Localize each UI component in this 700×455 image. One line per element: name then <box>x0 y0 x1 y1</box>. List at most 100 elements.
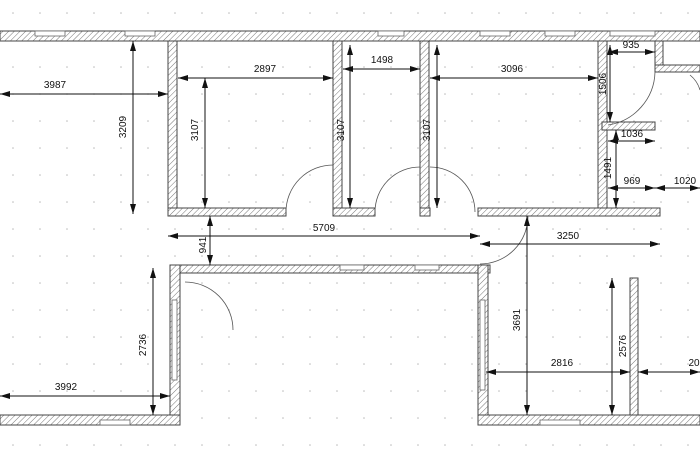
arrowhead <box>160 393 170 399</box>
door-swing <box>374 166 421 213</box>
dimension-label: 2816 <box>551 358 574 369</box>
wall <box>167 40 178 217</box>
arrowhead <box>130 41 136 51</box>
arrowhead <box>588 75 598 81</box>
dimension-label: 2897 <box>254 64 277 75</box>
arrowhead <box>150 268 156 278</box>
dimension-935: 935 <box>608 40 655 55</box>
window <box>539 419 581 426</box>
arrowhead <box>609 278 615 288</box>
arrowhead <box>524 405 530 415</box>
arrowhead <box>202 198 208 208</box>
dimensions: 3987320928973107149831073096310793515061… <box>0 40 700 415</box>
arrowhead <box>620 369 630 375</box>
door-swing <box>285 164 334 213</box>
arrowhead <box>158 91 168 97</box>
arrowhead <box>607 112 613 122</box>
window <box>124 30 156 37</box>
dimension-2736: 2736 <box>138 268 156 415</box>
wall <box>477 207 661 217</box>
arrowhead <box>207 216 213 226</box>
dimension-label: 3107 <box>422 118 433 141</box>
wall <box>654 64 700 73</box>
arrowhead <box>609 405 615 415</box>
arrowhead <box>178 75 188 81</box>
wall <box>601 121 656 131</box>
arrowhead <box>645 138 655 144</box>
dimension-2897: 2897 <box>178 64 333 81</box>
dimension-label: 2576 <box>618 334 629 357</box>
arrowhead <box>347 198 353 208</box>
dimension-label: 3250 <box>557 231 580 242</box>
arrowhead <box>690 185 700 191</box>
arrowhead <box>207 255 213 265</box>
dimension-2576: 2576 <box>609 278 629 415</box>
arrowhead <box>607 45 613 55</box>
dimension-2816: 2816 <box>486 358 630 375</box>
arrowhead <box>434 198 440 208</box>
dimension-label: 941 <box>198 236 209 253</box>
dimension-3691: 3691 <box>512 216 530 415</box>
dimension-label: 2736 <box>138 333 149 356</box>
dimension-5709: 5709 <box>168 223 480 239</box>
arrowhead <box>150 405 156 415</box>
window <box>339 264 365 271</box>
dimension-label: 969 <box>624 176 641 187</box>
arrowhead <box>480 241 490 247</box>
dimension-label: 935 <box>623 40 640 51</box>
window <box>99 419 131 426</box>
wall <box>0 414 181 426</box>
arrowhead <box>130 204 136 214</box>
dimension-3107: 3107 <box>422 45 440 208</box>
dimension-label: 3107 <box>190 118 201 141</box>
dimension-label: 1036 <box>621 129 644 140</box>
window <box>171 299 178 381</box>
wall <box>167 207 287 217</box>
dimension-1020: 1020 <box>655 176 700 191</box>
wall <box>332 207 376 217</box>
dimension-1491: 1491 <box>603 130 619 208</box>
arrowhead <box>0 91 10 97</box>
arrowhead <box>168 233 178 239</box>
arrowhead <box>470 233 480 239</box>
dimension-label: 1506 <box>598 72 609 95</box>
dimension-label: 3691 <box>512 308 523 331</box>
arrowhead <box>655 185 665 191</box>
dimension-1506: 1506 <box>598 45 613 122</box>
dimension-3107: 3107 <box>336 45 353 208</box>
dimension-3987: 3987 <box>0 80 168 97</box>
door-swing <box>184 281 234 331</box>
dimension-3250: 3250 <box>480 231 660 247</box>
dimension-label: 3992 <box>55 382 78 393</box>
wall <box>0 30 700 42</box>
arrowhead <box>434 45 440 55</box>
dimension-3107: 3107 <box>190 78 208 208</box>
dimension-3992: 3992 <box>0 382 170 399</box>
arrowhead <box>608 49 618 55</box>
dimension-20: 20 <box>638 358 700 375</box>
dimension-label: 3107 <box>336 118 347 141</box>
dimension-label: 5709 <box>313 223 336 234</box>
wall <box>629 277 639 416</box>
door-swing <box>429 166 476 213</box>
window <box>479 30 511 37</box>
arrowhead <box>202 78 208 88</box>
wall <box>477 414 700 426</box>
arrowhead <box>613 198 619 208</box>
dimension-label: 1498 <box>371 55 394 66</box>
arrowhead <box>0 393 10 399</box>
arrowhead <box>323 75 333 81</box>
arrowhead <box>410 66 420 72</box>
arrowhead <box>486 369 496 375</box>
window <box>479 299 486 391</box>
walls <box>0 30 700 426</box>
arrowhead <box>645 185 655 191</box>
window <box>414 264 440 271</box>
dimension-3209: 3209 <box>118 41 136 214</box>
dimension-label: 3987 <box>44 80 67 91</box>
window <box>609 30 656 37</box>
dimension-941: 941 <box>198 216 213 265</box>
arrowhead <box>524 216 530 226</box>
dimension-label: 3209 <box>118 115 129 138</box>
